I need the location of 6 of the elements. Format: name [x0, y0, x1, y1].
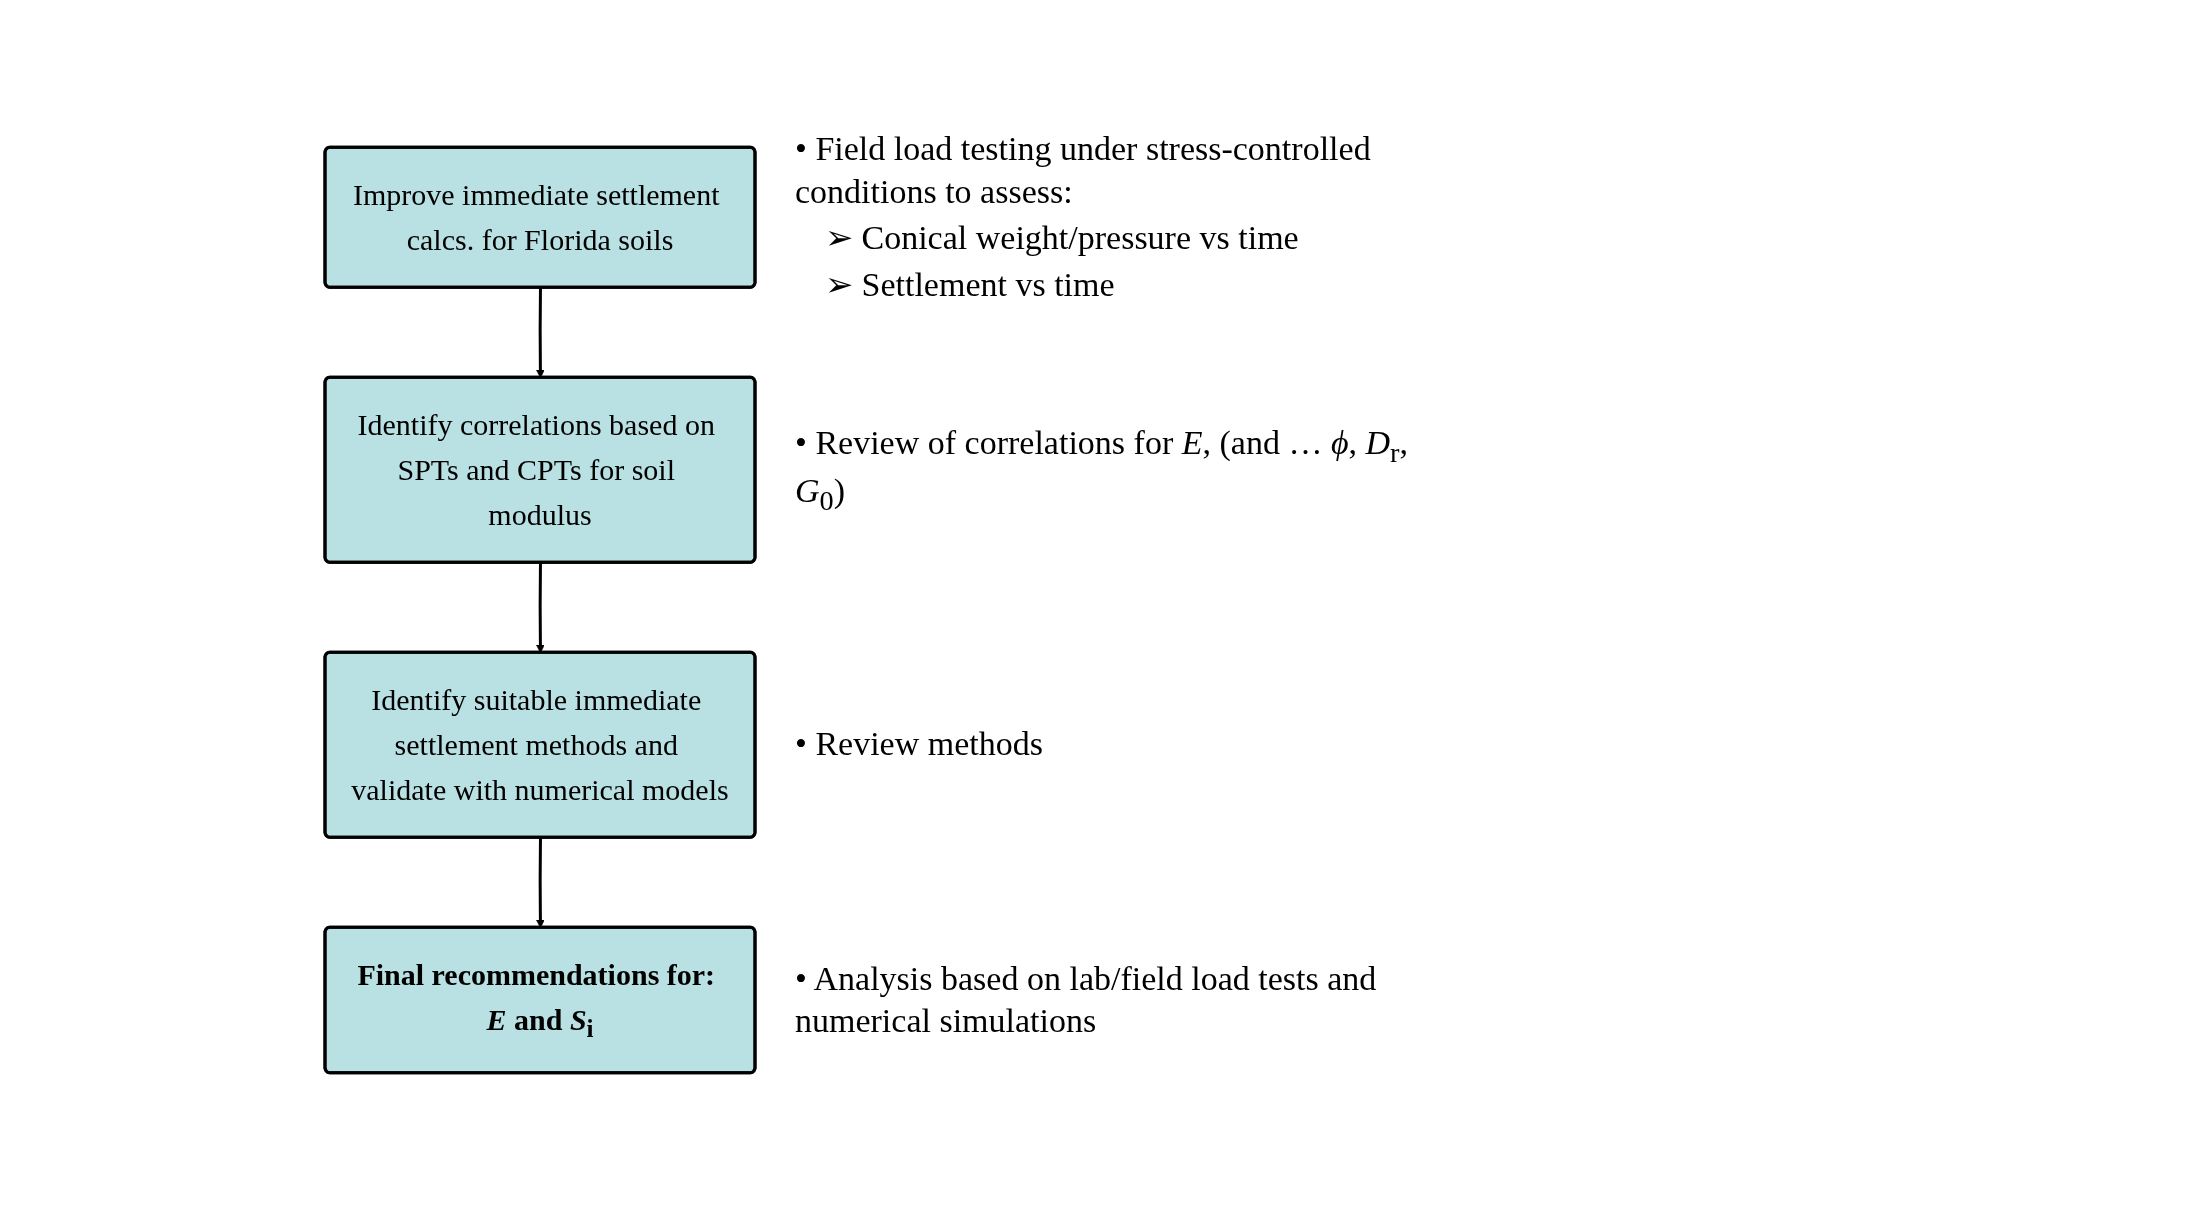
note-text: • Review of correlations for E, (and … ϕ, D$_{r}$, G$_{0}$)	[795, 422, 1410, 518]
note-text: • Review methods	[795, 724, 1044, 765]
note-text: ➢ Settlement vs time	[825, 264, 1116, 305]
note-text: • Analysis based on lab/field load tests and numerical simulations	[795, 958, 1378, 1041]
note-text: ➢ Conical weight/pressure vs time	[825, 218, 1300, 259]
note-text: • Field load testing under stress-controlled conditions to assess:	[795, 129, 1372, 212]
